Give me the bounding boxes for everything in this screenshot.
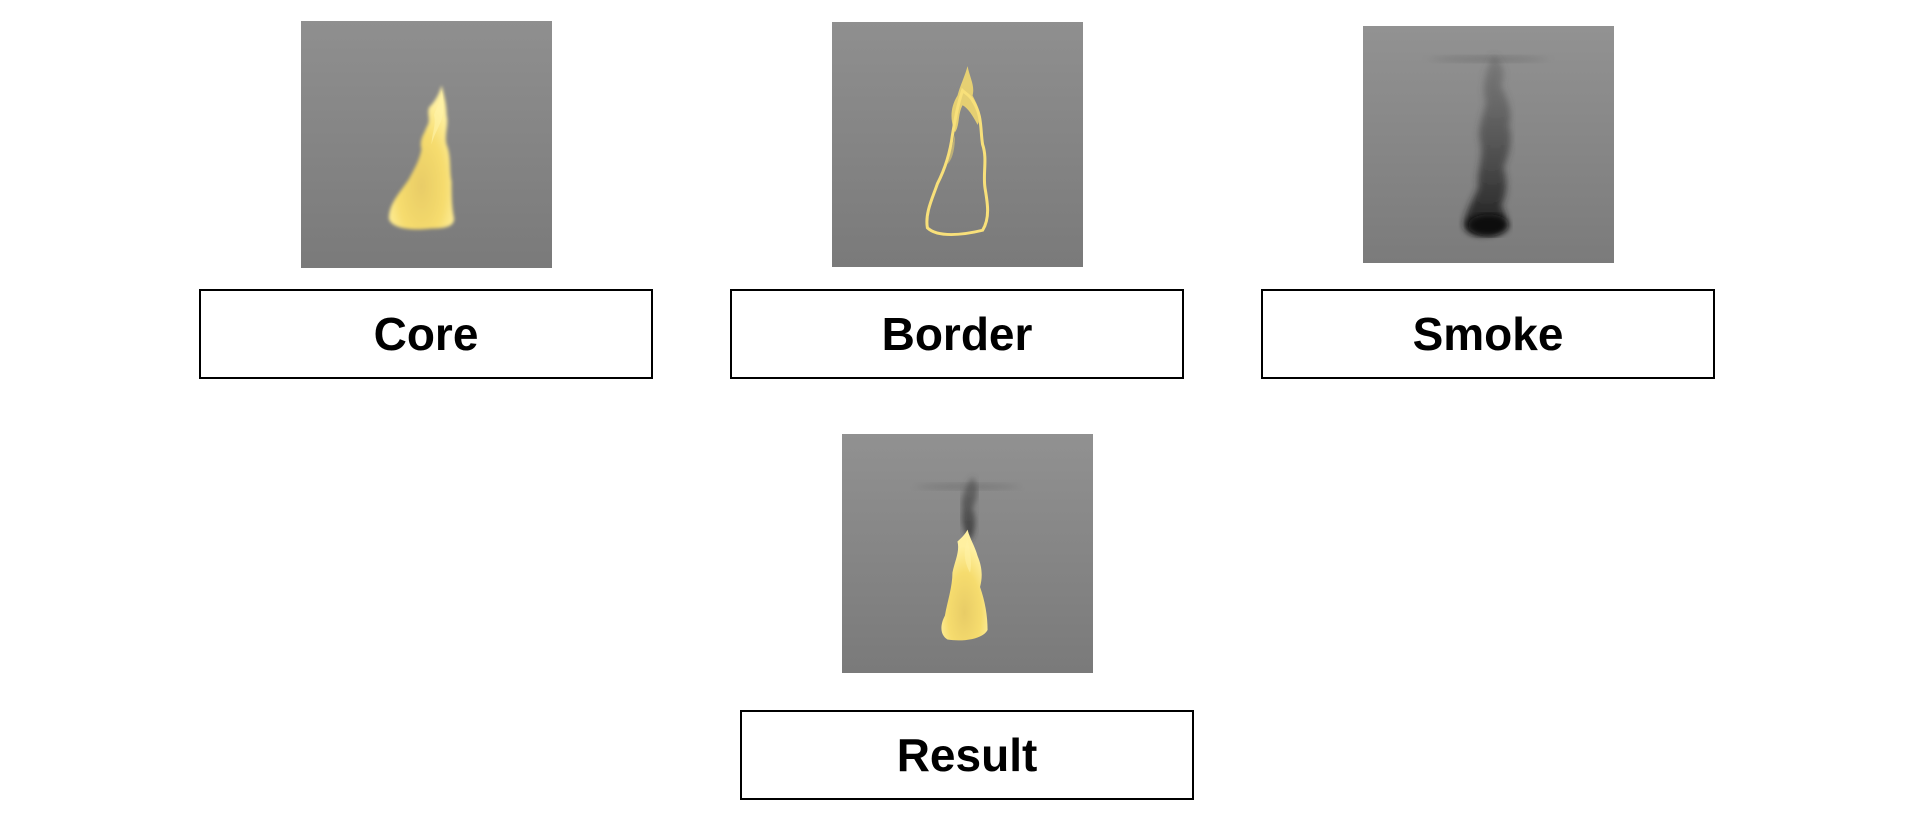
smoke-label: Smoke bbox=[1261, 289, 1715, 379]
result-render-image bbox=[842, 434, 1093, 673]
core-flame-render bbox=[301, 21, 552, 268]
core-label: Core bbox=[199, 289, 653, 379]
border-flame-render bbox=[832, 22, 1083, 267]
result-render bbox=[842, 434, 1093, 673]
smoke-render-image bbox=[1363, 26, 1614, 263]
core-render-image bbox=[301, 21, 552, 268]
border-render-image bbox=[832, 22, 1083, 267]
border-label: Border bbox=[730, 289, 1184, 379]
result-label: Result bbox=[740, 710, 1194, 800]
smoke-render bbox=[1363, 26, 1614, 263]
